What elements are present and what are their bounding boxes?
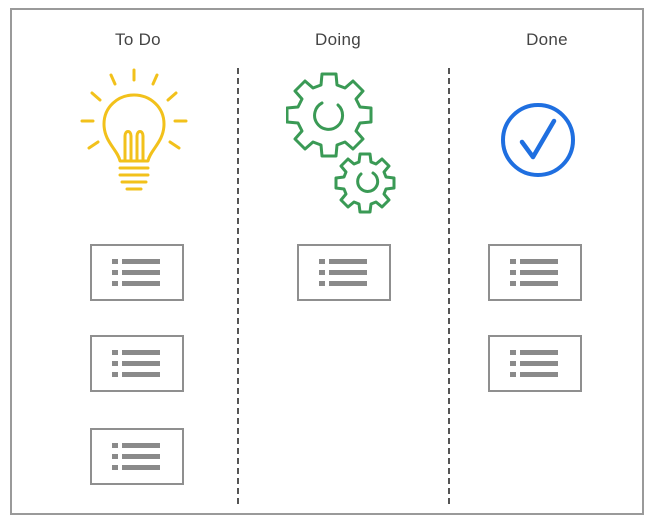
task-card[interactable]	[90, 335, 184, 392]
task-card[interactable]	[90, 428, 184, 485]
kanban-board: To Do Doing Done	[10, 8, 644, 515]
task-card[interactable]	[488, 244, 582, 301]
task-card[interactable]	[90, 244, 184, 301]
column-divider-right	[448, 68, 450, 504]
checkmark-circle-icon	[501, 103, 575, 177]
column-title-doing: Doing	[315, 30, 361, 49]
list-lines-icon	[510, 350, 558, 377]
task-card[interactable]	[488, 335, 582, 392]
column-divider-left	[237, 68, 239, 504]
task-card[interactable]	[297, 244, 391, 301]
list-lines-icon	[319, 259, 367, 286]
lightbulb-icon	[80, 68, 188, 191]
list-lines-icon	[112, 350, 160, 377]
column-title-done: Done	[526, 30, 568, 49]
list-lines-icon	[112, 443, 160, 470]
list-lines-icon	[112, 259, 160, 286]
column-title-todo: To Do	[115, 30, 161, 49]
list-lines-icon	[510, 259, 558, 286]
gears-icon	[286, 72, 396, 214]
